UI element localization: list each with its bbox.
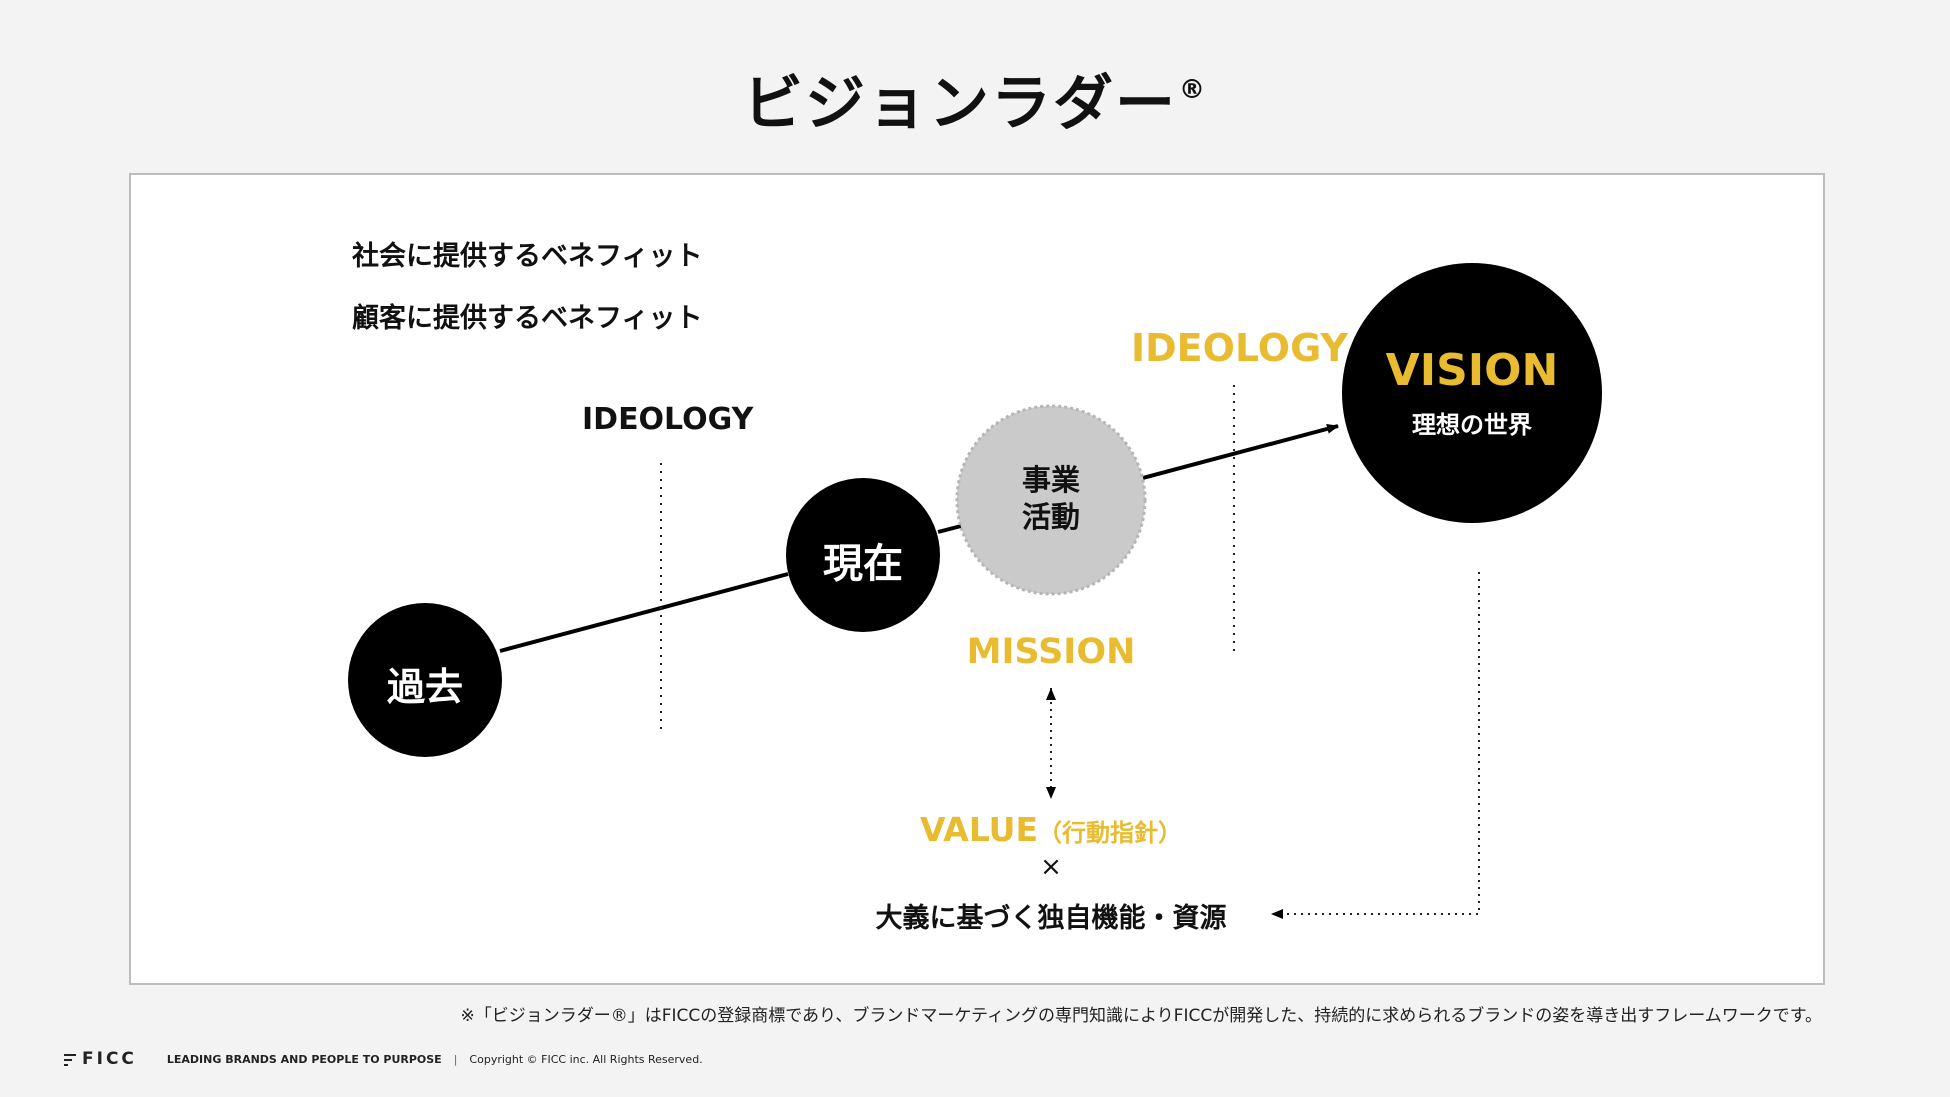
ideology-left-label: IDEOLOGY bbox=[582, 402, 754, 437]
ladder-arrow bbox=[1142, 424, 1339, 480]
ladder-line-2 bbox=[937, 523, 966, 534]
value-title: VALUE bbox=[919, 810, 1039, 849]
mission-label: MISSION bbox=[966, 632, 1136, 672]
past-label: 過去 bbox=[386, 665, 463, 709]
footer-tagline: LEADING BRANDS AND PEOPLE TO PURPOSE bbox=[166, 1052, 442, 1066]
vision-return-arrow bbox=[1271, 572, 1480, 919]
footer-copyright: Copyright © FICC inc. All Rights Reserve… bbox=[469, 1052, 703, 1066]
ladder-line-1 bbox=[499, 572, 789, 653]
present-label: 現在 bbox=[823, 541, 903, 587]
past-circle bbox=[348, 603, 502, 757]
ficc-logo-icon bbox=[64, 1053, 76, 1066]
registered-mark: ® bbox=[1179, 75, 1207, 105]
page-title-text: ビジョンラダー bbox=[743, 69, 1177, 139]
vision-subtitle: 理想の世界 bbox=[1412, 411, 1532, 439]
business-activity-label: 事業 活動 bbox=[957, 462, 1145, 536]
society-benefit-label: 社会に提供するベネフィット bbox=[352, 241, 703, 272]
times-symbol: × bbox=[1040, 852, 1062, 882]
ideology-right-label: IDEOLOGY bbox=[1131, 326, 1348, 370]
present-circle bbox=[786, 478, 940, 632]
business-circle bbox=[955, 404, 1147, 596]
value-label: VALUE（行動指針） bbox=[871, 810, 1231, 849]
resources-label: 大義に基づく独自機能・資源 bbox=[875, 903, 1227, 934]
business-label-line-1: 事業 bbox=[1021, 463, 1080, 497]
ficc-logo-text: FICC bbox=[82, 1049, 137, 1069]
page-footer: FICC LEADING BRANDS AND PEOPLE TO PURPOS… bbox=[64, 1048, 703, 1070]
business-label-line-2: 活動 bbox=[1021, 500, 1080, 534]
ficc-logo: FICC bbox=[64, 1049, 137, 1069]
vision-title: VISION bbox=[1385, 345, 1559, 396]
page-title: ビジョンラダー® bbox=[0, 55, 1950, 142]
footer-separator: | bbox=[453, 1052, 458, 1066]
vision-circle bbox=[1342, 263, 1602, 523]
trademark-footnote: ※「ビジョンラダー®」はFICCの登録商標であり、ブランドマーケティングの専門知… bbox=[460, 1006, 1822, 1026]
customer-benefit-label: 顧客に提供するベネフィット bbox=[352, 303, 703, 334]
value-note: （行動指針） bbox=[1038, 819, 1183, 847]
